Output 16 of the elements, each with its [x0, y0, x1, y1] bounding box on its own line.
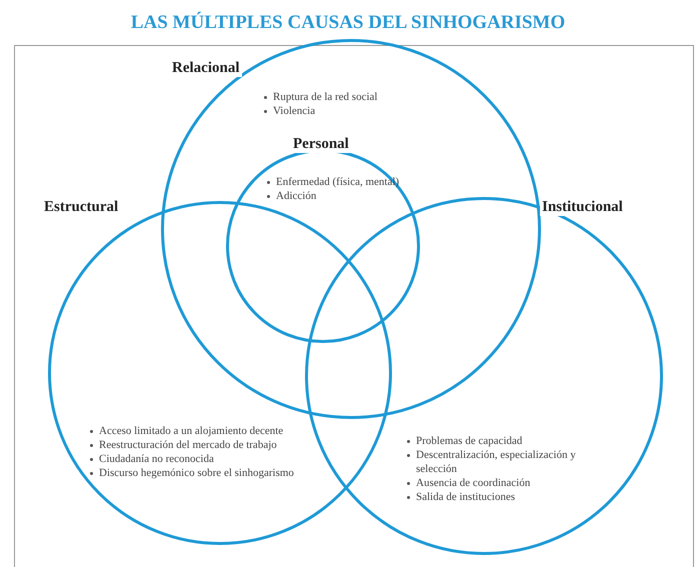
bullet-item: Descentralización, especialización y selección: [416, 448, 577, 476]
bullet-item: Adicción: [276, 189, 316, 203]
category-heading: Relacional: [170, 60, 242, 77]
bullet-item: Problemas de capacidad: [416, 434, 522, 448]
bullet-item: Ruptura de la red social: [273, 90, 378, 104]
diagram-title: LAS MÚLTIPLES CAUSAS DEL SINHOGARISMO: [130, 12, 566, 34]
bullet-item: Violencia: [273, 104, 316, 118]
bullet-item: Ciudadanía no reconocida: [99, 452, 214, 466]
bullet-item: Salida de instituciones: [416, 490, 515, 504]
category-heading: Institucional: [540, 199, 625, 216]
bullet-item: Acceso limitado a un alojamiento decente: [99, 424, 284, 438]
venn-circle: [161, 39, 541, 419]
bullet-item: Discurso hegemónico sobre el sinhogarismo: [99, 466, 294, 480]
bullet-item: Reestructuración del mercado de trabajo: [99, 438, 277, 452]
category-heading: Personal: [291, 136, 351, 153]
bullet-item: Ausencia de coordinación: [416, 476, 530, 490]
